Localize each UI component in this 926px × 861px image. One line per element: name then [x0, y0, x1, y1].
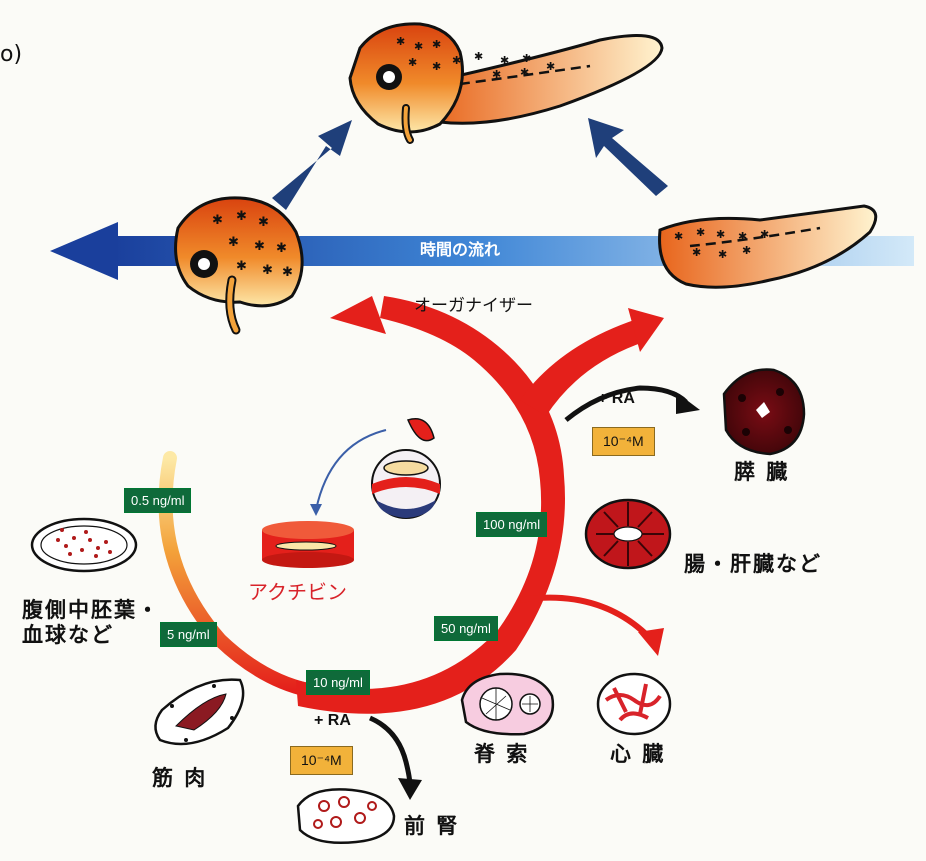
tadpole-late-icon: ✱✱✱ ✱✱✱ ✱✱✱ ✱✱✱: [348, 22, 664, 144]
tissue-label-muscle: 筋 肉: [152, 766, 208, 790]
svg-text:✱: ✱: [254, 239, 265, 254]
tissue-label-pancreas: 膵 臓: [734, 460, 790, 484]
svg-text:✱: ✱: [408, 56, 417, 69]
svg-text:✱: ✱: [236, 259, 247, 274]
tissue-label-ventral: 腹側中胚葉・ 血球など: [22, 598, 160, 648]
svg-text:✱: ✱: [282, 265, 293, 280]
svg-text:✱: ✱: [522, 52, 531, 65]
tadpole-early-icon: ✱✱✱ ✱✱✱ ✱✱✱: [174, 196, 304, 335]
ra-label-kidney: + RA: [314, 712, 351, 729]
molar-label-pancreas: 10⁻⁴M: [592, 427, 655, 456]
time-arrow-label: 時間の流れ: [420, 240, 501, 259]
svg-text:✱: ✱: [546, 60, 555, 73]
svg-text:✱: ✱: [474, 50, 483, 63]
ra-label-pancreas: + RA: [598, 390, 635, 407]
development-arrows: [272, 118, 668, 210]
molar-label-kidney: 10⁻⁴M: [290, 746, 353, 775]
svg-text:✱: ✱: [520, 66, 529, 79]
svg-text:✱: ✱: [236, 209, 247, 224]
svg-text:✱: ✱: [674, 230, 683, 243]
concentration-label-0.5: 0.5 ng/ml: [124, 488, 192, 513]
corner-mark: o): [0, 42, 23, 67]
svg-text:✱: ✱: [276, 241, 287, 256]
pancreas-icon: [722, 368, 806, 456]
svg-text:✱: ✱: [396, 35, 405, 48]
heart-icon: [596, 672, 672, 736]
tissue-label-notochord: 脊 索: [474, 742, 530, 766]
svg-text:✱: ✱: [432, 38, 441, 51]
svg-text:✱: ✱: [262, 263, 273, 278]
svg-text:✱: ✱: [738, 230, 747, 243]
concentration-label-10: 10 ng/ml: [306, 670, 370, 695]
svg-text:✱: ✱: [212, 213, 223, 228]
ra-arrowheads: [398, 392, 700, 800]
svg-text:✱: ✱: [414, 40, 423, 53]
notochord-icon: [460, 672, 555, 736]
heart-arrow: [519, 594, 664, 656]
svg-text:✱: ✱: [432, 60, 441, 73]
svg-text:✱: ✱: [492, 68, 501, 81]
activin-gradient-arc-high: [296, 296, 664, 714]
svg-text:✱: ✱: [696, 226, 705, 239]
tissue-label-gut-liver: 腸・肝臓など: [684, 552, 822, 576]
svg-text:✱: ✱: [228, 235, 239, 250]
pronephros-icon: [296, 788, 396, 844]
embryo-explant-icon: [371, 418, 441, 519]
svg-text:✱: ✱: [742, 244, 751, 257]
svg-text:✱: ✱: [258, 215, 269, 230]
organizer-label: オーガナイザー: [414, 296, 533, 316]
muscle-icon: [154, 678, 245, 746]
tissue-label-heart: 心 臓: [610, 742, 666, 766]
tissue-label-kidney: 前 腎: [404, 814, 460, 838]
explant-arrow: [310, 429, 387, 516]
concentration-label-100: 100 ng/ml: [476, 512, 548, 537]
tadpole-tail-icon: ✱✱✱ ✱✱✱ ✱✱: [658, 204, 878, 289]
concentration-label-50: 50 ng/ml: [434, 616, 498, 641]
activin-dish-icon: [262, 521, 354, 568]
svg-text:✱: ✱: [452, 54, 461, 67]
svg-text:✱: ✱: [500, 54, 509, 67]
svg-text:✱: ✱: [760, 228, 769, 241]
ventral-mesoderm-icon: [30, 517, 138, 573]
concentration-label-5: 5 ng/ml: [160, 622, 217, 647]
svg-text:✱: ✱: [692, 246, 701, 259]
svg-text:✱: ✱: [716, 228, 725, 241]
svg-text:✱: ✱: [718, 248, 727, 261]
gut-liver-icon: [584, 498, 672, 570]
activin-label: アクチビン: [248, 580, 347, 604]
